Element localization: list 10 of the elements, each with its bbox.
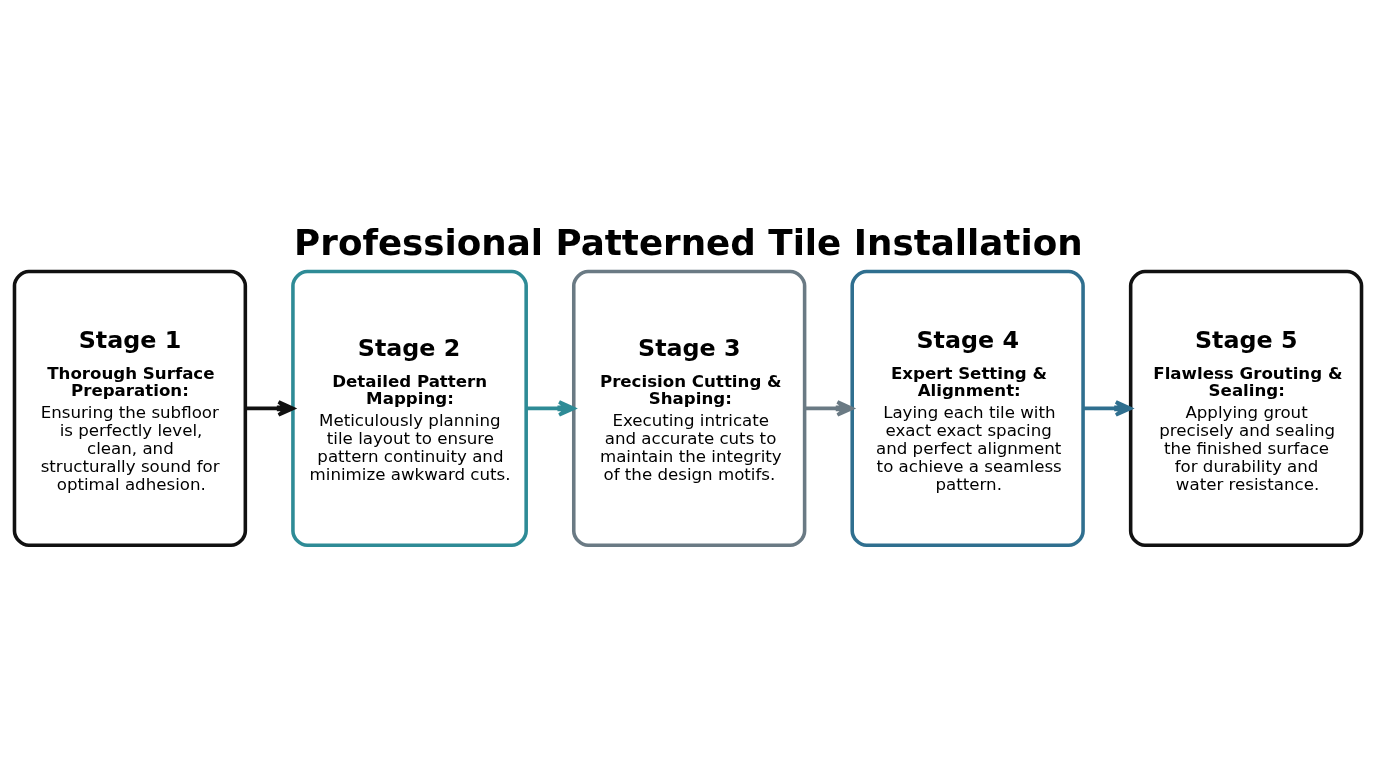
node-box: Stage 1 Thorough Surface Preparation: Ensuring the subfloor is perfectly level, clean, and structurally sound for optimal adhesion. [12,269,248,548]
node-box: Stage 3 Precision Cutting & Shaping: Executing intricate and accurate cuts to maintain the integrity of the design motifs. [571,269,807,548]
node-box: Stage 2 Detailed Pattern Mapping: Meticulously planning tile layout to ensure pattern continuity and minimize awkward cuts. [291,269,528,548]
arrow [804,400,854,417]
arrow [1083,400,1133,417]
node-box: Stage 4 Expert Setting & Alignment: Laying each tile with exact exact spacing and perfect alignment to achieve a seamless pattern. [850,269,1085,548]
arrow [526,400,576,417]
node-box: Stage 5 Flawless Grouting & Sealing: Applying grout precisely and sealing the finished surface for durability and water resistance. [1128,269,1364,548]
arrow [245,400,295,417]
diagram-title: Professional Patterned Tile Installation [294,221,1083,263]
